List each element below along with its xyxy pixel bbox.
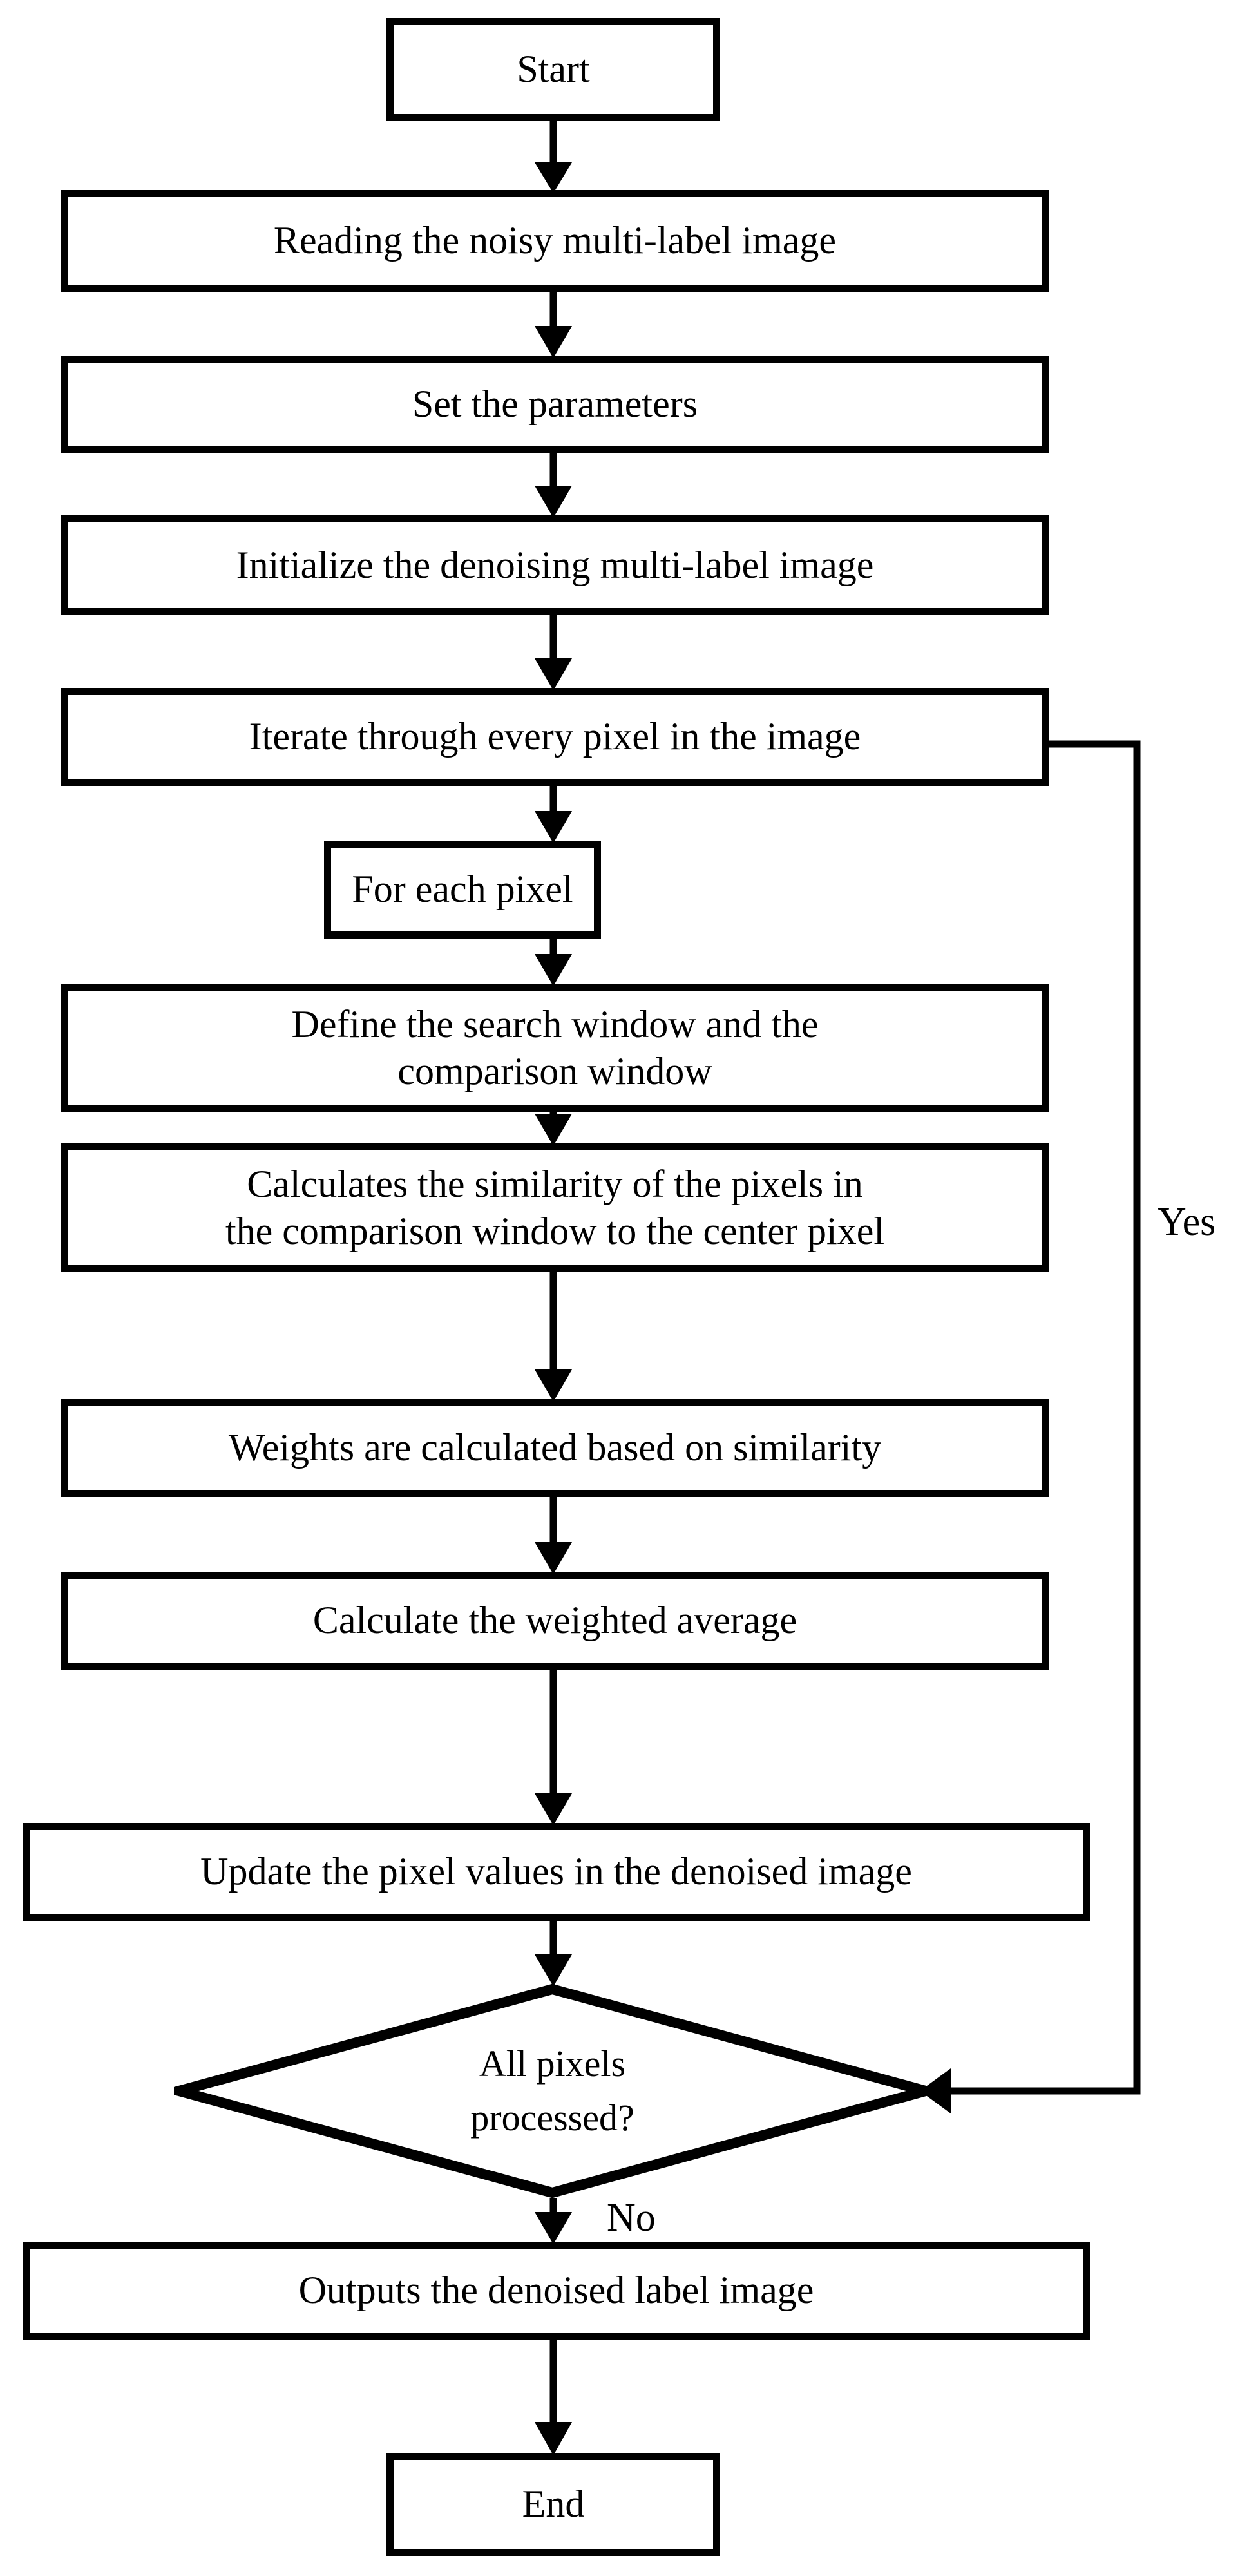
node-end-label: End [522, 2483, 585, 2526]
node-initialize[interactable]: Initialize the denoising multi-label ima… [61, 515, 1049, 615]
node-output-image-label: Outputs the denoised label image [298, 2269, 814, 2312]
node-iterate-pixels[interactable]: Iterate through every pixel in the image [61, 688, 1049, 786]
edge-label-yes: Yes [1158, 1200, 1216, 1244]
node-start[interactable]: Start [386, 18, 720, 121]
node-set-parameters[interactable]: Set the parameters [61, 356, 1049, 453]
connector-initialize-to-iterate-pixels [535, 615, 572, 691]
node-for-each-pixel-label: For each pixel [352, 868, 573, 911]
connector-update-pixels-to-all-processed [535, 1921, 572, 1987]
connector-set-parameters-to-initialize [535, 453, 572, 518]
connector-all-processed-to-output-image [535, 2198, 572, 2244]
connector-loop-back-yes [920, 740, 1141, 2113]
node-iterate-pixels-label: Iterate through every pixel in the image [249, 715, 861, 758]
node-end[interactable]: End [386, 2453, 720, 2556]
node-define-windows-label: Define the search window and the compari… [291, 1002, 819, 1092]
connector-weighted-average-to-update-pixels [535, 1670, 572, 1826]
connector-output-image-to-end [535, 2340, 572, 2456]
connector-start-to-read-image [535, 121, 572, 193]
node-weights-label: Weights are calculated based on similari… [228, 1426, 882, 1469]
edge-label-no: No [607, 2196, 656, 2240]
node-for-each-pixel[interactable]: For each pixel [324, 841, 601, 939]
node-all-processed-shape[interactable] [174, 1984, 931, 2198]
connector-weights-to-weighted-average [535, 1497, 572, 1574]
node-initialize-label: Initialize the denoising multi-label ima… [236, 543, 874, 586]
connector-calculate-similarity-to-weights [535, 1272, 572, 1402]
node-start-label: Start [517, 48, 590, 91]
node-update-pixels[interactable]: Update the pixel values in the denoised … [23, 1823, 1090, 1921]
connector-define-windows-to-calculate-similarity [535, 1112, 572, 1146]
node-define-windows[interactable]: Define the search window and the compari… [61, 984, 1049, 1112]
node-set-parameters-label: Set the parameters [412, 383, 698, 426]
node-output-image[interactable]: Outputs the denoised label image [23, 2242, 1090, 2340]
node-weighted-average[interactable]: Calculate the weighted average [61, 1572, 1049, 1670]
connector-for-each-pixel-to-define-windows [535, 939, 572, 986]
node-read-image-label: Reading the noisy multi-label image [273, 219, 837, 262]
node-calculate-similarity[interactable]: Calculates the similarity of the pixels … [61, 1143, 1049, 1272]
node-weights[interactable]: Weights are calculated based on similari… [61, 1399, 1049, 1497]
node-read-image[interactable]: Reading the noisy multi-label image [61, 190, 1049, 292]
connector-read-image-to-set-parameters [535, 292, 572, 358]
node-calculate-similarity-label: Calculates the similarity of the pixels … [225, 1162, 885, 1252]
connector-iterate-pixels-to-for-each-pixel [535, 786, 572, 843]
node-weighted-average-label: Calculate the weighted average [312, 1599, 797, 1642]
node-update-pixels-label: Update the pixel values in the denoised … [200, 1850, 912, 1893]
